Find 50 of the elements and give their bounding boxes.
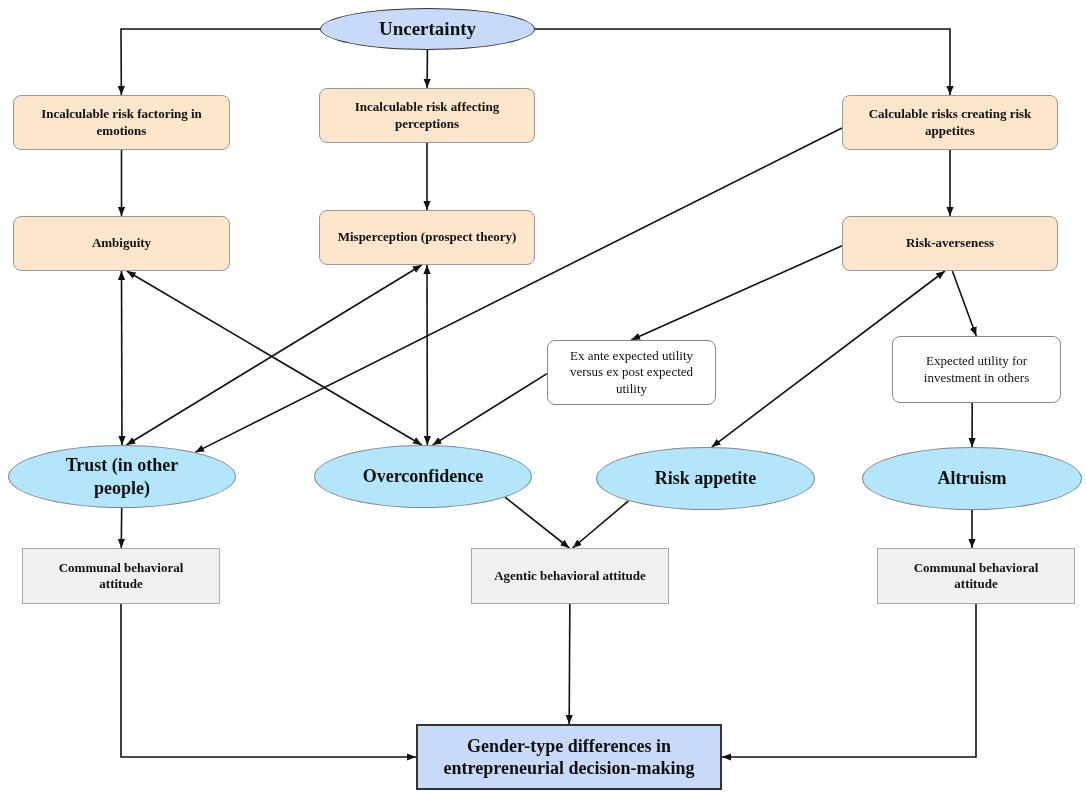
arrow — [423, 49, 431, 89]
process-box — [13, 216, 230, 271]
arrow — [534, 28, 954, 96]
arrow — [431, 372, 548, 446]
arrow — [117, 149, 126, 217]
node-label: Communal behavioral attitude — [57, 559, 185, 593]
node-label: Uncertainty — [378, 17, 477, 41]
arrow — [571, 500, 630, 549]
note-box — [892, 336, 1061, 403]
node-label: Altruism — [937, 467, 1007, 490]
arrow — [968, 402, 976, 448]
node-label: Ambiguity — [91, 235, 152, 252]
process-box — [319, 88, 535, 143]
node-label: Ex ante expected utility versus ex post expected utility — [568, 348, 695, 397]
arrow — [423, 264, 431, 446]
node-label: Risk appetite — [654, 467, 757, 490]
arrow — [721, 603, 977, 761]
node-label: Misperception (prospect theory) — [337, 229, 517, 246]
arrow — [504, 496, 571, 549]
attitude-box — [471, 548, 669, 604]
arrow — [120, 603, 417, 761]
arrow — [194, 127, 843, 454]
process-box — [13, 95, 230, 150]
arrow — [951, 270, 978, 337]
node-label: Communal behavioral attitude — [912, 559, 1040, 593]
process-box — [842, 95, 1058, 150]
process-box — [842, 216, 1058, 271]
node-label: Overconfidence — [362, 465, 484, 488]
note-box — [547, 340, 716, 405]
node-label: Trust (in other people) — [64, 454, 180, 499]
arrow — [946, 149, 954, 217]
arrow — [968, 509, 976, 549]
arrow — [710, 270, 946, 448]
node-label: Gender-type differences in entrepreneurial decision-making — [442, 734, 696, 780]
attitude-box — [22, 548, 220, 604]
arrow — [423, 142, 431, 211]
node-label: Expected utility for investment in others — [922, 353, 1031, 386]
node-label: Risk-averseness — [905, 235, 995, 252]
node-label: Agentic behavioral attitude — [494, 567, 646, 585]
arrow — [565, 603, 573, 725]
node-label: Incalculable risk affecting perceptions — [353, 99, 501, 132]
arrow — [117, 270, 126, 446]
arrow — [117, 507, 125, 549]
node-label: Calculable risks creating risk appetites — [867, 106, 1033, 139]
arrow — [630, 245, 843, 341]
attitude-box — [877, 548, 1075, 604]
process-box — [319, 210, 535, 265]
outcome-box — [416, 724, 722, 790]
node-label: Incalculable risk factoring in emotions — [40, 106, 203, 139]
arrow — [117, 28, 321, 96]
